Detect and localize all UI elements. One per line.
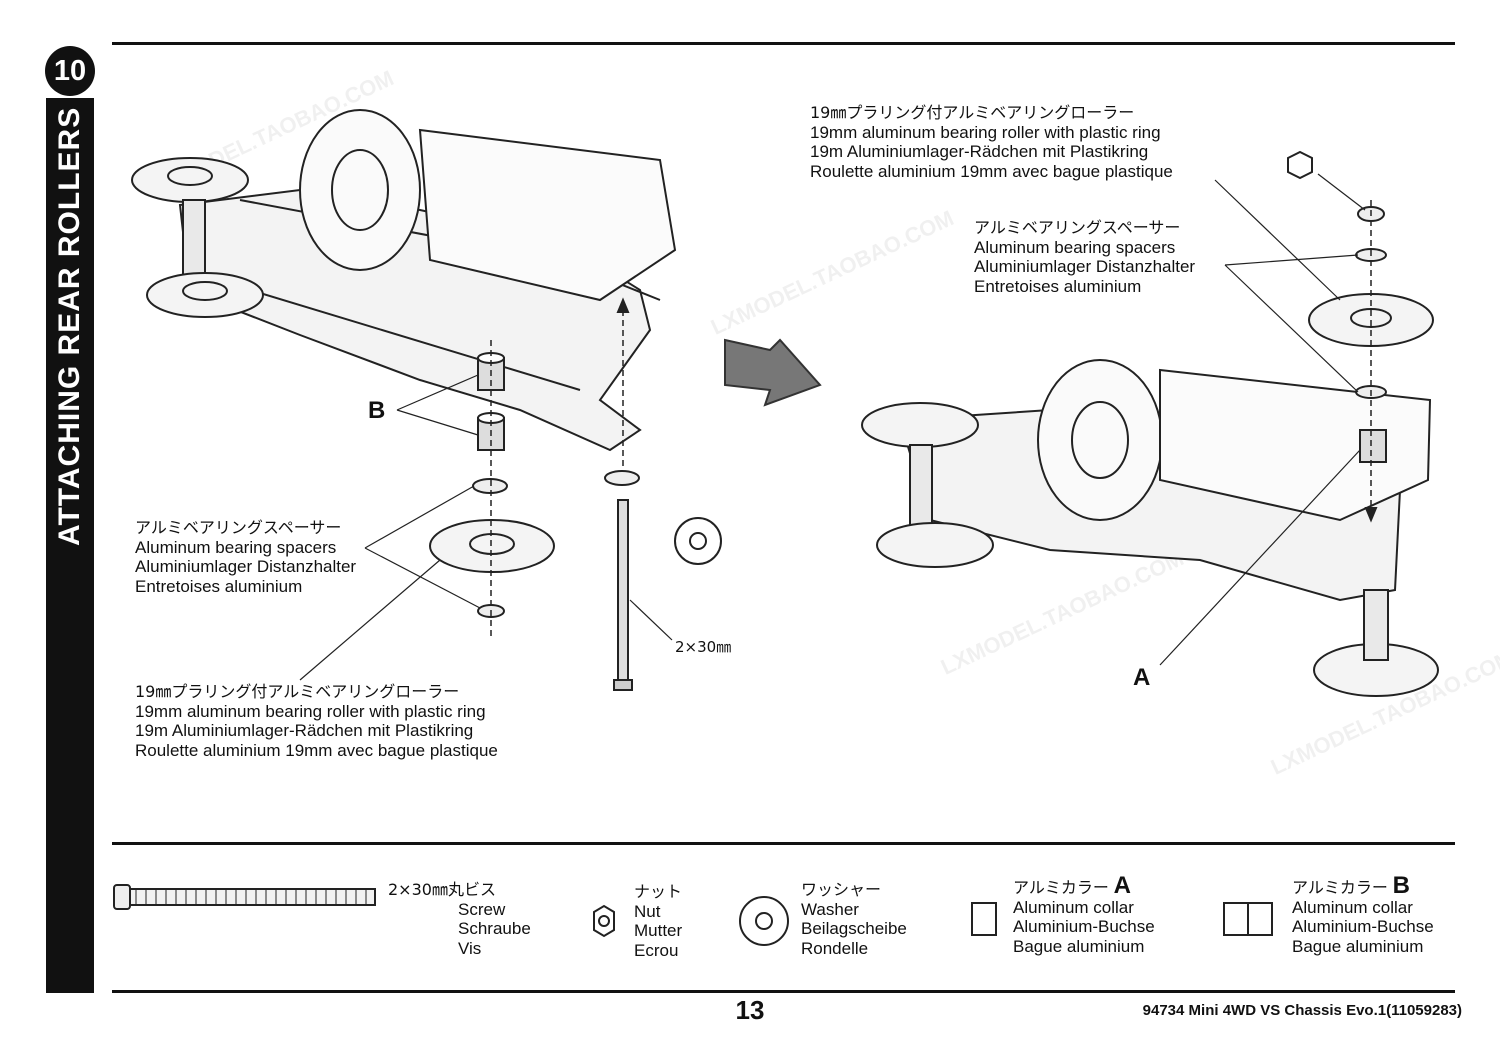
right-front-roller-bottom (876, 522, 994, 568)
left-roller-label-en: 19mm aluminum bearing roller with plasti… (135, 701, 486, 721)
left-roller-post (182, 199, 206, 281)
parts-washer-fr: Rondelle (801, 938, 869, 958)
parts-collar-b-label: アルミカラー B Aluminum collar Aluminium-Buchs… (1292, 874, 1434, 956)
right-spacers-label-fr: Entretoises aluminium (974, 276, 1142, 296)
parts-collar-b-en: Aluminum collar (1292, 897, 1413, 917)
step-arrow (724, 338, 822, 407)
parts-nut-icon (593, 904, 615, 938)
parts-screw-de: Schraube (458, 919, 531, 938)
parts-washer-jp: ワッシャー (801, 880, 882, 899)
parts-washer-label: ワッシャー Washer Beilagscheibe Rondelle (801, 880, 907, 958)
parts-collar-b-fr: Bague aluminium (1292, 936, 1424, 956)
left-roller-label-fr: Roulette aluminium 19mm avec bague plast… (135, 740, 498, 760)
parts-screw-en: Screw (458, 899, 506, 919)
right-roller-label-jp: 19㎜プラリング付アルミベアリングローラー (810, 103, 1135, 122)
callout-b: B (368, 397, 386, 424)
right-roller-label-fr: Roulette aluminium 19mm avec bague plast… (810, 161, 1173, 181)
top-rule (112, 42, 1455, 45)
callout-a: A (1133, 664, 1151, 691)
left-roller-bottom (146, 272, 264, 318)
screw-size-label: 2×30㎜ (675, 638, 732, 656)
left-spacers-label-jp: アルミベアリングスペーサー (135, 518, 342, 537)
right-front-roller-top (861, 402, 979, 448)
washer-detail (674, 517, 722, 565)
parts-nut-jp: ナット (634, 882, 683, 901)
right-roller-label-de: 19m Aluminiumlager-Rädchen mit Plastikri… (810, 142, 1149, 161)
left-spacers-label-fr: Entretoises aluminium (135, 576, 303, 596)
bottom-rule (112, 990, 1455, 993)
left-roller-top (131, 157, 249, 203)
parts-screw-label: 2×30㎜丸ビス Screw Schraube Vis (388, 880, 531, 958)
parts-washer-en: Washer (801, 899, 859, 919)
right-roller-label-en: 19mm aluminum bearing roller with plasti… (810, 122, 1161, 142)
left-motor-block (418, 128, 677, 302)
parts-screw-jp: 2×30㎜丸ビス (388, 880, 496, 899)
screw-washer (604, 470, 640, 486)
exploded-roller (429, 519, 555, 573)
parts-collar-a-fr: Bague aluminium (1013, 936, 1145, 956)
right-nut (1287, 150, 1313, 180)
parts-collar-a-icon (971, 902, 997, 936)
right-spacers-label-de: Aluminiumlager Distanzhalter (974, 257, 1196, 276)
left-spacers-label: アルミベアリングスペーサー Aluminum bearing spacers A… (135, 518, 356, 596)
left-spacers-label-en: Aluminum bearing spacers (135, 537, 337, 557)
right-spacers-label-en: Aluminum bearing spacers (974, 237, 1176, 257)
left-roller-label: 19㎜プラリング付アルミベアリングローラー 19mm aluminum bear… (135, 682, 498, 760)
page-number: 13 (735, 995, 765, 1025)
spacer-upper (472, 478, 508, 494)
parts-collar-a-letter: A (1113, 872, 1131, 899)
parts-nut-fr: Ecrou (634, 940, 679, 960)
screw-2x30 (617, 499, 629, 686)
parts-collar-a-en: Aluminum collar (1013, 897, 1134, 917)
parts-divider-rule (112, 842, 1455, 845)
left-roller-label-jp: 19㎜プラリング付アルミベアリングローラー (135, 682, 460, 701)
right-wheel (1037, 359, 1163, 521)
right-collar (1359, 429, 1387, 463)
parts-washer-icon (739, 896, 789, 946)
parts-collar-a-label: アルミカラー A Aluminum collar Aluminium-Buchs… (1013, 874, 1155, 956)
left-spacers-label-de: Aluminiumlager Distanzhalter (135, 557, 357, 576)
parts-collar-b-letter: B (1392, 872, 1410, 899)
product-id: 94734 Mini 4WD VS Chassis Evo.1(11059283… (1142, 1002, 1462, 1019)
right-roller-label: 19㎜プラリング付アルミベアリングローラー 19mm aluminum bear… (810, 103, 1173, 181)
left-roller-label-de: 19m Aluminiumlager-Rädchen mit Plastikri… (135, 721, 474, 740)
parts-nut-en: Nut (634, 901, 661, 921)
parts-collar-a-jp: アルミカラー (1013, 878, 1109, 897)
left-wheel (299, 109, 421, 271)
right-spacers-label-jp: アルミベアリングスペーサー (974, 218, 1181, 237)
parts-washer-de: Beilagscheibe (801, 919, 907, 938)
step-title-bar (46, 98, 94, 993)
parts-collar-a-de: Aluminium-Buchse (1013, 917, 1155, 936)
parts-screw-fr: Vis (458, 938, 482, 958)
parts-collar-b-de: Aluminium-Buchse (1292, 917, 1434, 936)
step-number-badge: 10 (45, 46, 95, 96)
parts-nut-de: Mutter (634, 921, 683, 940)
parts-collar-b-jp: アルミカラー (1292, 878, 1388, 897)
parts-nut-label: ナット Nut Mutter Ecrou (634, 882, 682, 960)
right-spacers-label: アルミベアリングスペーサー Aluminum bearing spacers A… (974, 218, 1195, 296)
parts-screw-icon (113, 884, 131, 910)
